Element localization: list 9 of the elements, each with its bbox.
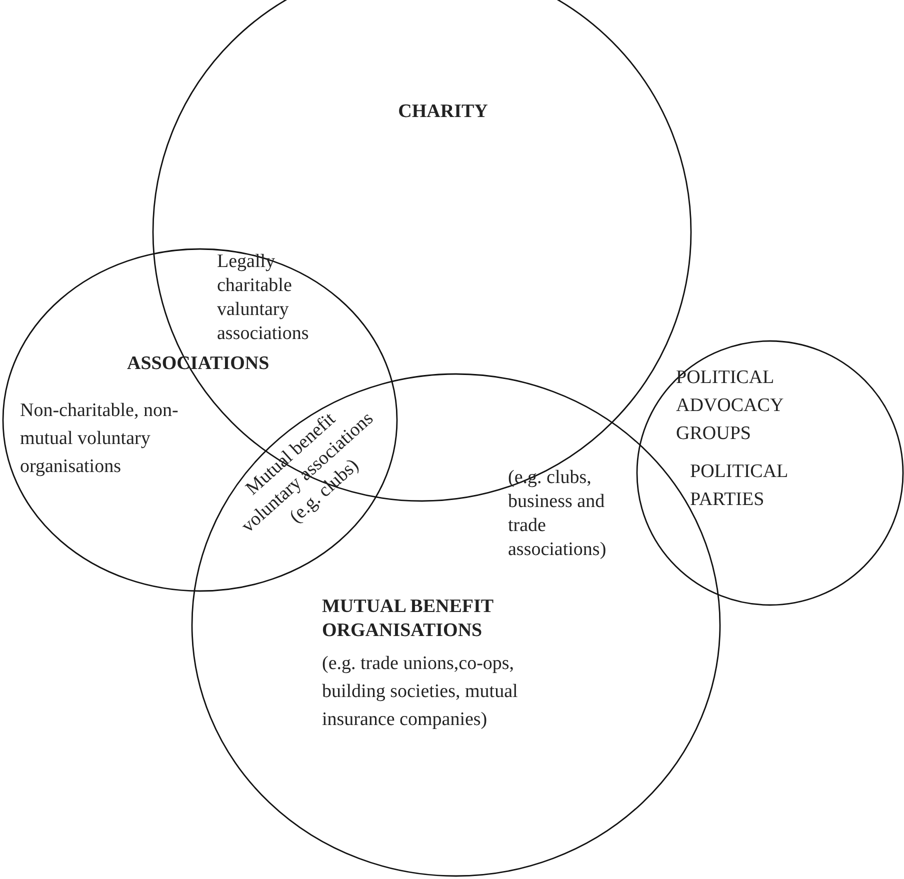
circle-examples: (e.g. trade unions,co-ops, building societies, mutual insurance companies): [322, 652, 519, 732]
circle-title: CHARITY: [397, 100, 489, 124]
venn-circle: [636, 340, 904, 606]
overlap-label: Legally charitable valuntary associations: [217, 250, 310, 346]
circle-group-label: POLITICAL PARTIES: [690, 460, 788, 512]
venn-circle: [2, 248, 398, 592]
circle-title: MUTUAL BENEFIT ORGANISATIONS: [322, 595, 494, 643]
circle-group-label: POLITICAL ADVOCACY GROUPS: [676, 366, 784, 446]
circle-description: Non-charitable, non-mutual voluntary organisations: [20, 399, 180, 479]
